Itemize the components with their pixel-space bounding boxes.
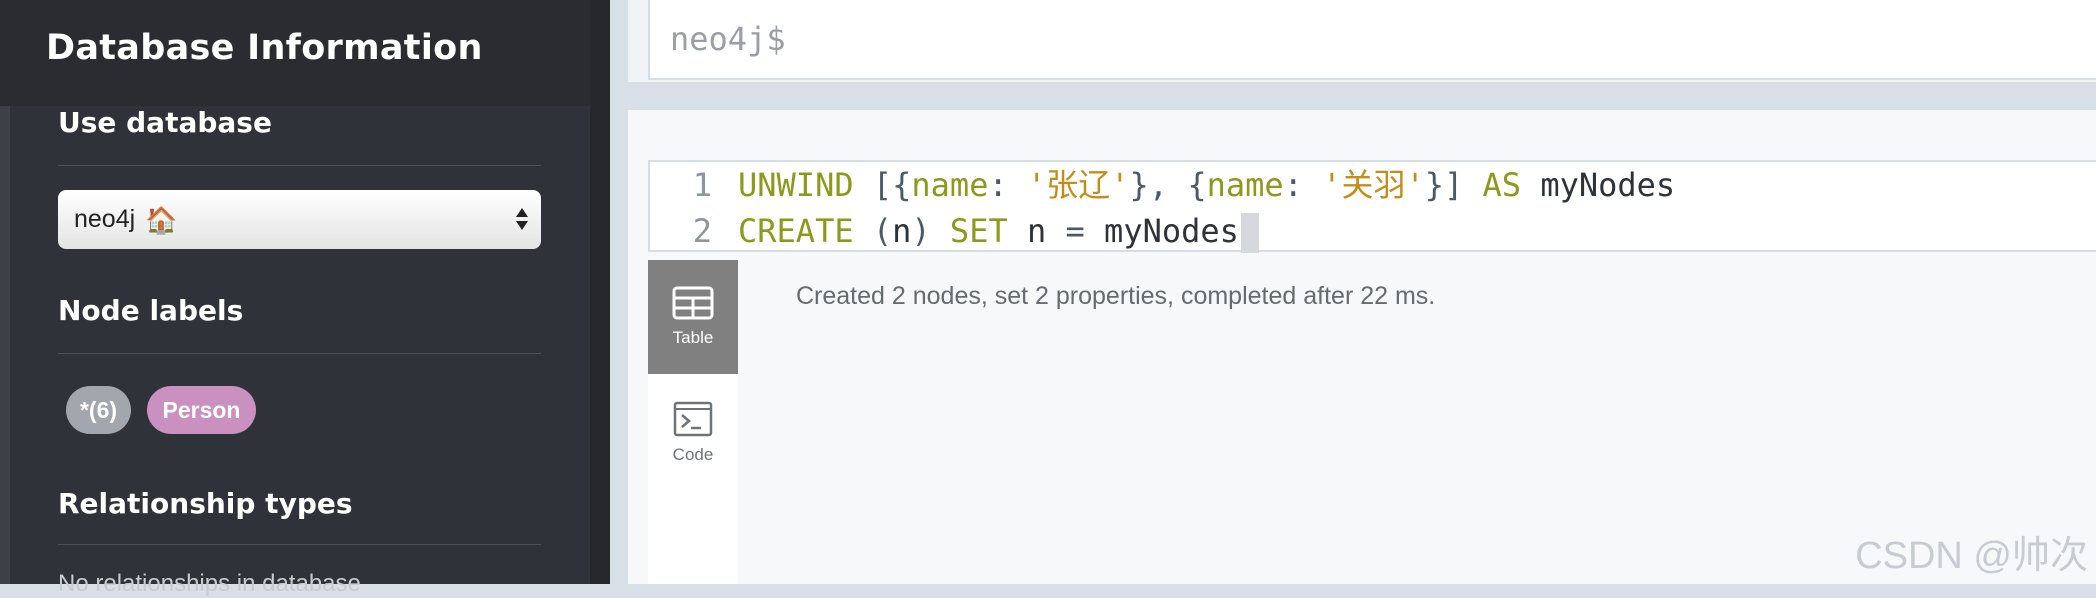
line-number: 1	[692, 166, 712, 204]
relationship-types-heading: Relationship types	[58, 487, 353, 520]
table-icon	[672, 286, 714, 320]
node-labels-heading: Node labels	[58, 294, 244, 327]
editor-container: neo4j$	[628, 0, 2096, 82]
house-icon: 🏠	[145, 204, 178, 235]
text-cursor	[1240, 213, 1259, 253]
line-number: 2	[692, 212, 712, 250]
divider	[58, 544, 541, 545]
watermark: CSDN @帅次	[1855, 535, 2088, 577]
sidebar-border	[590, 0, 610, 584]
node-label-person[interactable]: Person	[147, 386, 256, 434]
sidebar: Database Information Use database neo4j …	[0, 0, 590, 597]
tab-table-label: Table	[672, 328, 714, 347]
divider	[58, 353, 541, 354]
sidebar-edge	[0, 106, 10, 584]
sidebar-title: Database Information	[46, 28, 483, 68]
terminal-icon	[673, 401, 713, 437]
cypher-editor-input[interactable]: neo4j$	[648, 0, 2096, 80]
tab-code[interactable]: Code	[648, 376, 738, 490]
tab-code-label: Code	[672, 445, 714, 464]
database-select-value: neo4j	[74, 205, 136, 233]
no-relationships-text: No relationships in database	[58, 570, 361, 597]
sidebar-header	[0, 0, 590, 106]
result-message: Created 2 nodes, set 2 properties, compl…	[796, 282, 1436, 310]
database-select[interactable]: neo4j 🏠	[58, 190, 541, 249]
view-tabs: Table Code	[648, 260, 738, 584]
tab-table[interactable]: Table	[648, 260, 738, 374]
node-label-all[interactable]: *(6)	[66, 386, 131, 434]
select-arrows-icon	[516, 208, 528, 230]
divider	[58, 165, 541, 166]
use-database-heading: Use database	[58, 106, 272, 139]
